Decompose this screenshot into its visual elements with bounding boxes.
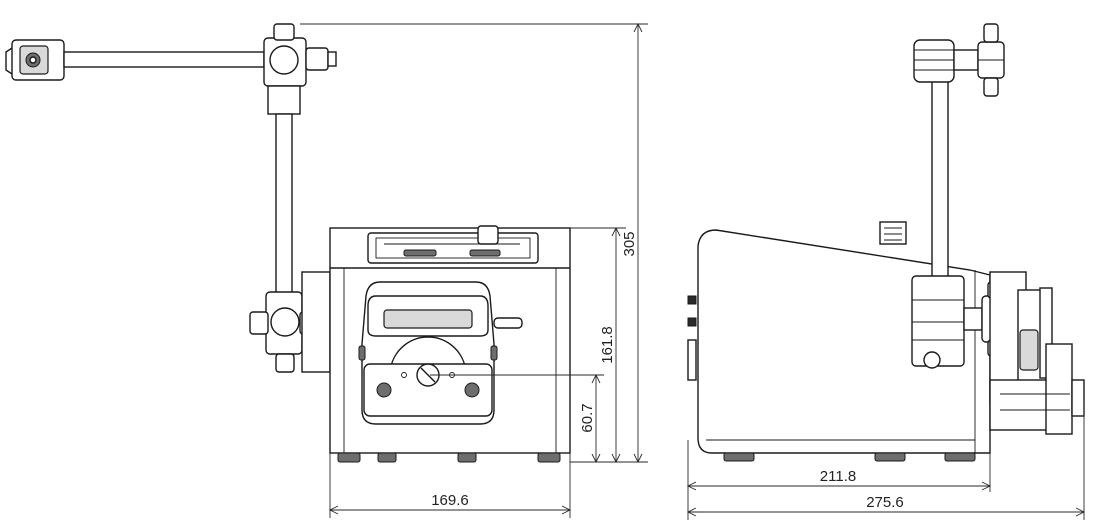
pump-head bbox=[358, 281, 523, 425]
horizontal-arm bbox=[63, 51, 265, 68]
lower-cross-clamp bbox=[249, 271, 331, 373]
arm-end-clamp bbox=[5, 39, 65, 81]
front-view bbox=[5, 23, 571, 463]
dim-label-shaft-height: 60.7 bbox=[579, 403, 596, 432]
dim-label-total-height: 305 bbox=[621, 231, 638, 256]
vertical-post bbox=[275, 113, 293, 295]
dimension-lines bbox=[300, 22, 1086, 520]
side-pump-head bbox=[989, 271, 1085, 435]
side-vertical-post bbox=[931, 69, 949, 281]
dim-label-front-width: 169.6 bbox=[431, 492, 469, 509]
side-view bbox=[687, 23, 1085, 462]
top-cross-clamp bbox=[263, 23, 337, 115]
dim-label-side-depth: 211.8 bbox=[820, 468, 856, 485]
side-top-clamp bbox=[913, 23, 1005, 97]
dim-label-total-depth: 275.6 bbox=[866, 494, 904, 511]
dim-label-body-height: 161.8 bbox=[599, 326, 616, 364]
